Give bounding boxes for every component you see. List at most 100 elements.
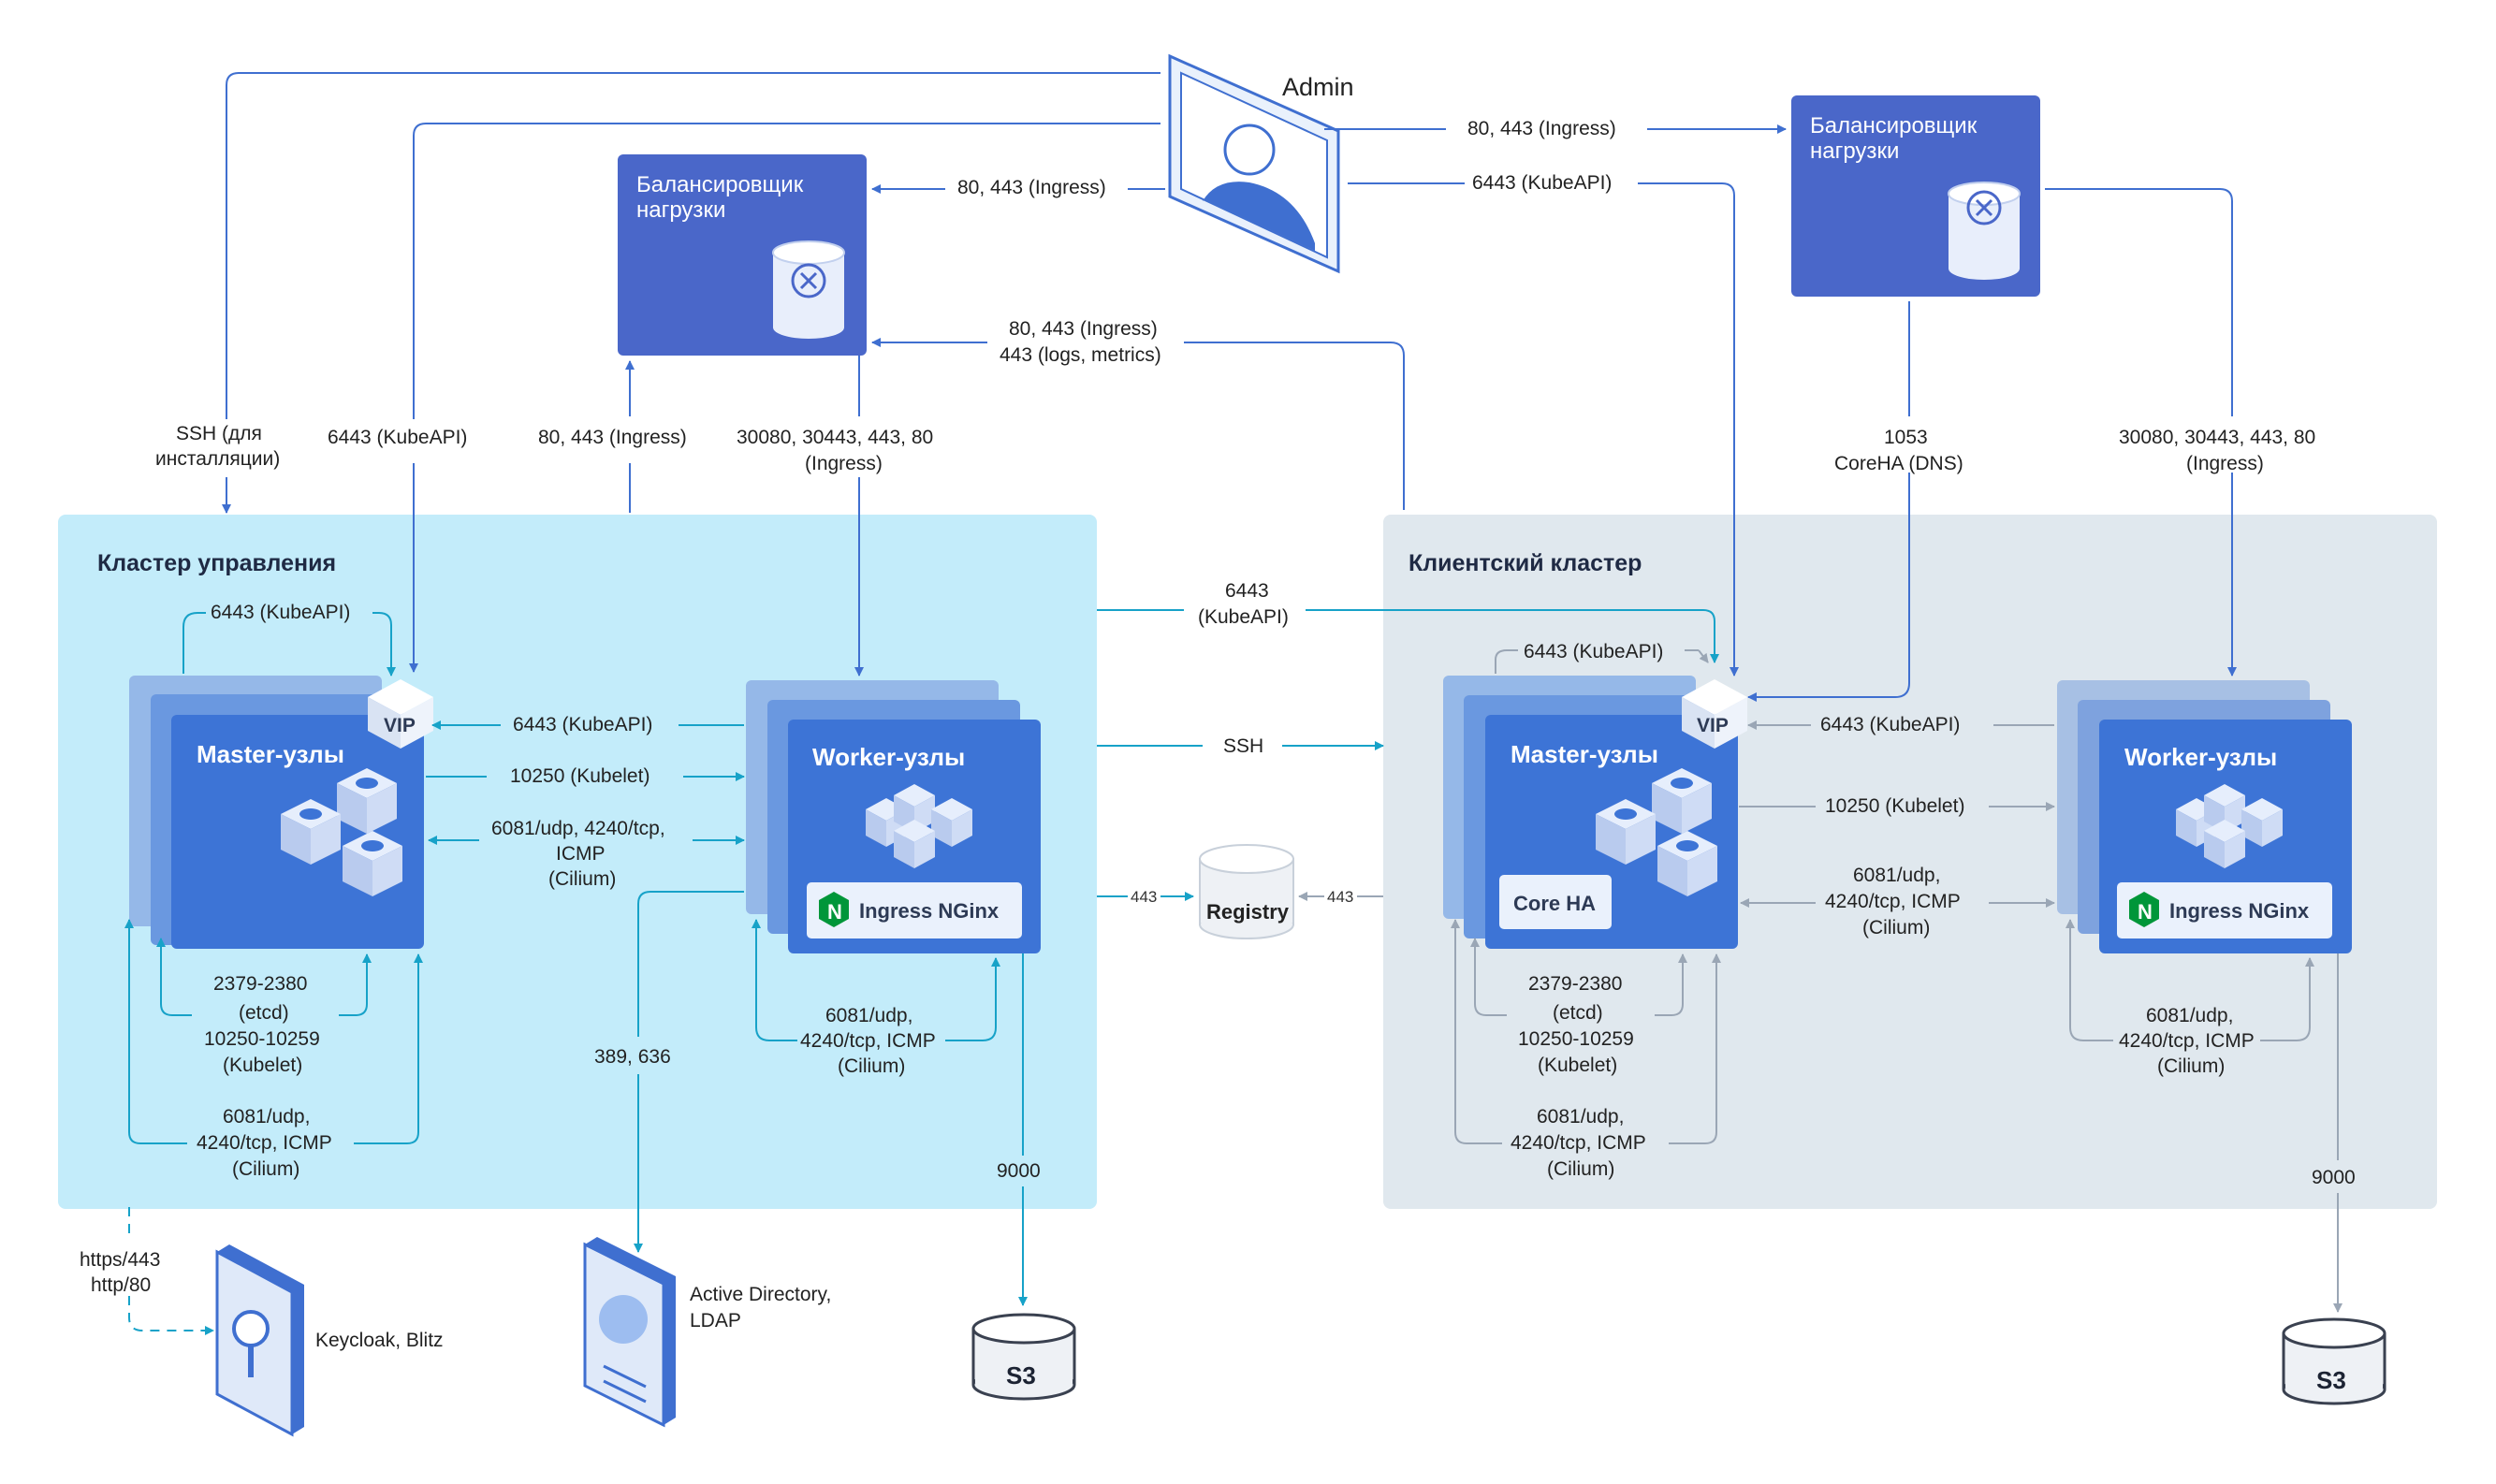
label-client-master-cilium-1: 6081/udp,	[1537, 1106, 1624, 1128]
active-directory-icon[interactable]	[583, 1237, 676, 1428]
keycloak-icon[interactable]	[215, 1244, 304, 1437]
nginx-icon: N	[819, 892, 849, 927]
s3-right-cylinder[interactable]: S3	[2282, 1317, 2387, 1405]
label-cross-kubeapi-2: (KubeAPI)	[1198, 606, 1289, 628]
ad-label-2: LDAP	[690, 1310, 741, 1331]
client-ingress-label: Ingress NGinx	[2169, 899, 2310, 923]
connection-labels: SSH (для инсталляции) 6443 (KubeAPI) 80,…	[80, 118, 2356, 1296]
label-mgmt-etcd-1: 2379-2380	[213, 973, 307, 995]
admin-icon[interactable]	[1168, 53, 1340, 274]
label-client-kubelet: 10250 (Kubelet)	[1825, 795, 1964, 817]
registry-label: Registry	[1206, 900, 1290, 924]
label-client-worker-cilium-1: 6081/udp,	[2146, 1005, 2233, 1026]
mgmt-internal-lines	[124, 612, 1028, 1335]
vip-badge: VIP	[368, 679, 433, 749]
label-client-cilium-3: (Cilium)	[1862, 917, 1930, 938]
label-admin-kubeapi-left: 6443 (KubeAPI)	[328, 427, 467, 448]
label-lb-left-worker-1: 30080, 30443, 443, 80	[737, 427, 933, 448]
core-ha-label: Core HA	[1513, 892, 1596, 915]
label-ssh-2: инсталляции)	[155, 448, 280, 470]
management-cluster-title: Кластер управления	[97, 550, 336, 576]
load-balancer-right[interactable]: Балансировщик нагрузки	[1791, 95, 2040, 297]
label-client-etcd-3: 10250-10259	[1518, 1028, 1634, 1050]
connector-lines	[222, 72, 2237, 702]
label-ssh-1: SSH (для	[176, 423, 262, 444]
client-worker-title: Worker-узлы	[2124, 743, 2277, 771]
label-admin-kubeapi-right: 6443 (KubeAPI)	[1472, 172, 1612, 194]
label-mgmt-worker-kubeapi: 6443 (KubeAPI)	[513, 714, 652, 735]
admin-label: Admin	[1282, 73, 1354, 101]
s3-left-label: S3	[1006, 1361, 1036, 1389]
mgmt-master-title: Master-узлы	[197, 740, 344, 768]
mgmt-master-nodes[interactable]: Master-узлы VIP	[129, 676, 433, 949]
label-client-master-cilium-2: 4240/tcp, ICMP	[1511, 1132, 1646, 1154]
label-client-master-cilium-3: (Cilium)	[1547, 1158, 1614, 1180]
s3-left-cylinder[interactable]: S3	[971, 1313, 1076, 1401]
core-ha-badge	[1499, 875, 1612, 929]
client-master-nodes[interactable]: Master-узлы Core HA VIP	[1443, 676, 1747, 949]
client-internal-lines	[1451, 649, 2343, 1313]
label-client-worker-cilium-2: 4240/tcp, ICMP	[2119, 1030, 2255, 1052]
label-mgmt-master-cilium-1: 6081/udp,	[223, 1106, 310, 1128]
cross-cluster-lines	[1097, 609, 1719, 901]
label-client-etcd-2: (etcd)	[1553, 1002, 1603, 1024]
svg-text:VIP: VIP	[1697, 715, 1729, 736]
label-registry-right: 443	[1327, 888, 1353, 906]
mgmt-worker-title: Worker-узлы	[812, 743, 965, 771]
lb-right-title-1: Балансировщик	[1810, 113, 1978, 138]
s3-right-label: S3	[2316, 1366, 2346, 1394]
label-mgmt-to-lb: 80, 443 (Ingress)	[538, 427, 687, 448]
label-client-etcd-4: (Kubelet)	[1538, 1055, 1617, 1076]
label-client-worker-cilium-3: (Cilium)	[2157, 1055, 2225, 1077]
label-mgmt-cilium-1: 6081/udp, 4240/tcp,	[491, 818, 665, 839]
lb-right-title-2: нагрузки	[1810, 138, 1899, 164]
label-mgmt-etcd-2: (etcd)	[239, 1002, 289, 1024]
label-cross-ssh: SSH	[1223, 735, 1263, 757]
label-registry-left: 443	[1131, 888, 1157, 906]
lb-left-title-1: Балансировщик	[636, 172, 804, 197]
label-dns-1: 1053	[1884, 427, 1928, 448]
label-client-cilium-1: 6081/udp,	[1853, 865, 1940, 886]
keycloak-label: Keycloak, Blitz	[315, 1330, 444, 1351]
ad-label-1: Active Directory,	[690, 1284, 831, 1305]
label-client-cilium-2: 4240/tcp, ICMP	[1825, 891, 1961, 912]
balancer-icon	[1948, 182, 2021, 280]
label-keycloak-1: https/443	[80, 1249, 160, 1271]
label-lb-right-worker-2: (Ingress)	[2186, 453, 2264, 474]
label-mgmt-worker-cilium-3: (Cilium)	[838, 1055, 905, 1077]
svg-text:N: N	[2138, 900, 2153, 924]
label-mgmt-cilium-3: (Cilium)	[548, 868, 616, 890]
client-master-title: Master-узлы	[1511, 740, 1658, 768]
label-client-to-lb-1: 80, 443 (Ingress)	[1009, 318, 1158, 340]
svg-text:N: N	[827, 900, 842, 924]
mgmt-worker-nodes[interactable]: Worker-узлы N Ingress NGinx	[746, 680, 1041, 953]
label-admin-to-lb-left: 80, 443 (Ingress)	[957, 177, 1106, 198]
label-mgmt-kubelet: 10250 (Kubelet)	[510, 765, 650, 787]
label-mgmt-worker-cilium-2: 4240/tcp, ICMP	[800, 1030, 936, 1052]
label-admin-to-lb-right: 80, 443 (Ingress)	[1467, 118, 1616, 139]
client-cluster-title: Клиентский кластер	[1409, 550, 1642, 576]
label-s3-right-port: 9000	[2312, 1167, 2356, 1188]
label-mgmt-cilium-2: ICMP	[556, 843, 606, 865]
label-ldap: 389, 636	[594, 1046, 671, 1068]
vip-badge: VIP	[1682, 679, 1747, 749]
label-mgmt-master-cilium-3: (Cilium)	[232, 1158, 299, 1180]
label-mgmt-self-kubeapi: 6443 (KubeAPI)	[211, 602, 350, 623]
nginx-icon: N	[2129, 892, 2159, 927]
label-s3-left-port: 9000	[997, 1160, 1041, 1182]
label-dns-2: CoreHA (DNS)	[1834, 453, 1963, 474]
label-cross-kubeapi-1: 6443	[1225, 580, 1269, 602]
label-mgmt-master-cilium-2: 4240/tcp, ICMP	[197, 1132, 332, 1154]
client-worker-nodes[interactable]: Worker-узлы N Ingress NGinx	[2057, 680, 2352, 953]
balancer-icon	[772, 240, 845, 339]
mgmt-ingress-label: Ingress NGinx	[859, 899, 1000, 923]
load-balancer-left[interactable]: Балансировщик нагрузки	[618, 154, 867, 356]
lb-left-title-2: нагрузки	[636, 197, 725, 223]
svg-text:VIP: VIP	[384, 715, 416, 736]
registry-cylinder[interactable]: Registry	[1199, 844, 1294, 939]
label-lb-right-worker-1: 30080, 30443, 443, 80	[2119, 427, 2315, 448]
label-client-self-kubeapi: 6443 (KubeAPI)	[1524, 641, 1663, 662]
label-client-worker-kubeapi: 6443 (KubeAPI)	[1820, 714, 1960, 735]
label-client-etcd-1: 2379-2380	[1528, 973, 1622, 995]
